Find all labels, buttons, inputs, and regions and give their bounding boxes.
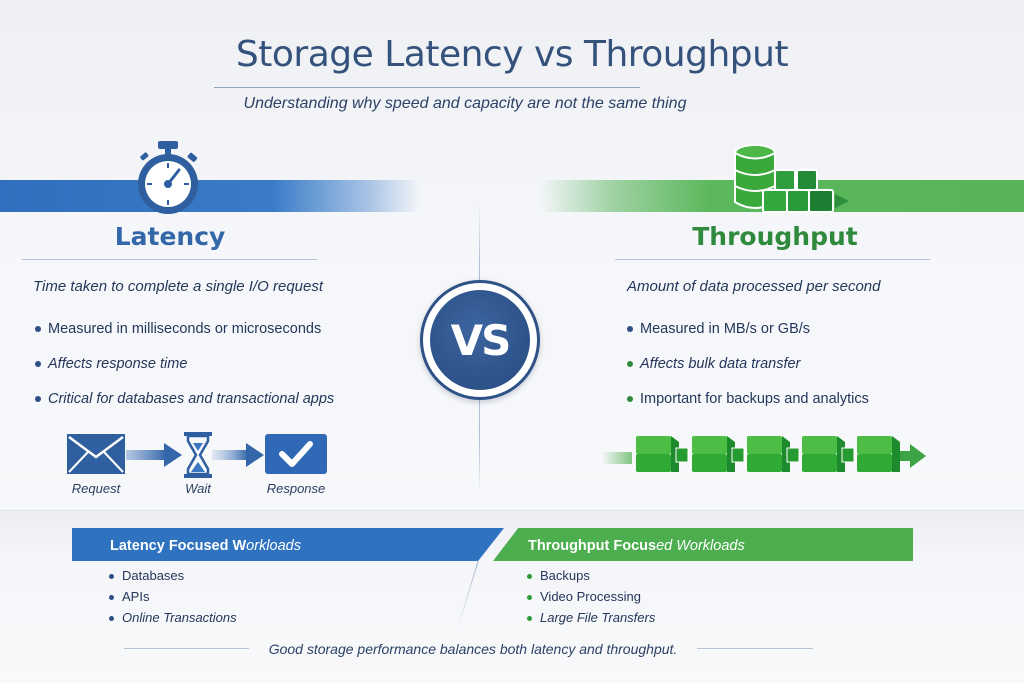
envelope-icon [66, 433, 126, 480]
flow-label-request: Request [71, 481, 121, 496]
title-divider [214, 87, 640, 88]
list-item: APIs [106, 589, 237, 610]
footer-rule-right [697, 648, 813, 649]
latency-title-rule [22, 259, 317, 260]
latency-bullets: Measured in milliseconds or microseconds… [32, 320, 334, 425]
throughput-workloads-list: Backups Video Processing Large File Tran… [524, 568, 655, 631]
list-item: Databases [106, 568, 237, 589]
latency-workloads-banner [72, 528, 504, 561]
latency-description: Time taken to complete a single I/O requ… [33, 278, 324, 295]
latency-flow: Request Wait Response [0, 425, 420, 505]
latency-workloads-title: Latency Focused Workloads [110, 538, 301, 554]
footer-note: Good storage performance balances both l… [268, 641, 678, 657]
list-item: Measured in milliseconds or microseconds [32, 320, 334, 355]
footer-rule-left [124, 648, 249, 649]
arrow-icon [126, 443, 182, 472]
data-blocks-icon [602, 436, 926, 472]
list-item: Affects bulk data transfer [624, 355, 869, 390]
list-item: Backups [524, 568, 655, 589]
throughput-description: Amount of data processed per second [627, 278, 881, 295]
latency-band [0, 180, 420, 212]
list-item: Video Processing [524, 589, 655, 610]
throughput-flow [600, 432, 930, 477]
flow-label-response: Response [266, 481, 326, 496]
page-subtitle: Understanding why speed and capacity are… [243, 95, 687, 112]
stopwatch-icon [132, 140, 206, 216]
vs-label: VS [430, 290, 530, 390]
throughput-bullets: Measured in MB/s or GB/s Affects bulk da… [624, 320, 869, 425]
throughput-workloads-banner [493, 528, 913, 561]
hourglass-icon [182, 431, 214, 484]
list-item: Critical for databases and transactional… [32, 390, 334, 425]
arrow-icon [212, 443, 264, 472]
checkmark-icon [264, 433, 328, 480]
throughput-title-rule [615, 259, 930, 260]
latency-workloads-list: Databases APIs Online Transactions [106, 568, 237, 631]
latency-title: Latency [114, 222, 226, 251]
list-item: Online Transactions [106, 610, 237, 631]
list-item: Measured in MB/s or GB/s [624, 320, 869, 355]
flow-label-wait: Wait [185, 481, 211, 496]
database-blocks-icon [733, 142, 853, 216]
list-item: Important for backups and analytics [624, 390, 869, 425]
page-title: Storage Latency vs Throughput [235, 34, 789, 75]
vs-badge: VS [420, 280, 540, 400]
list-item: Large File Transfers [524, 610, 655, 631]
list-item: Affects response time [32, 355, 334, 390]
throughput-title: Throughput [692, 222, 858, 251]
throughput-workloads-title: Throughput Focused Workloads [528, 538, 745, 554]
